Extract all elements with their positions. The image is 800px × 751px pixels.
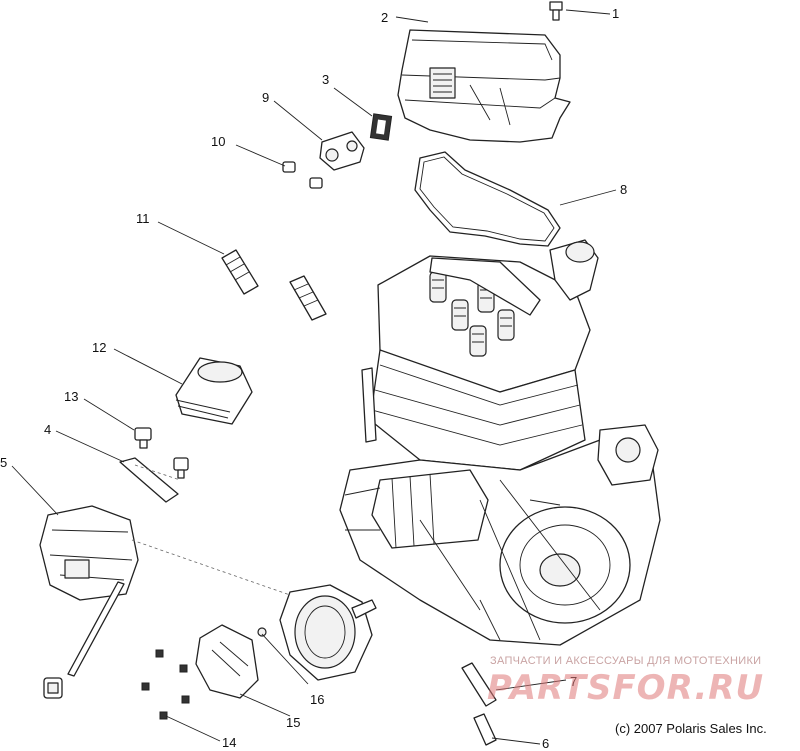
gasket-plate <box>195 624 267 699</box>
callout-7: 7 <box>570 674 577 689</box>
cover-gasket <box>414 151 561 247</box>
engine-assembly <box>339 239 661 646</box>
callout-11: 11 <box>136 211 150 226</box>
bolt-10 <box>282 161 323 189</box>
spark-plug-11b <box>289 275 327 321</box>
spark-plug-11a <box>221 249 259 295</box>
callout-15: 15 <box>286 715 300 730</box>
valve-cover <box>397 29 571 143</box>
callout-3: 3 <box>322 72 329 87</box>
throttle-body <box>279 584 377 681</box>
valve-springs <box>429 271 515 357</box>
callout-5: 5 <box>0 455 7 470</box>
callout-9: 9 <box>262 90 269 105</box>
fitting-6 <box>473 713 497 746</box>
small-gasket <box>369 113 393 141</box>
watermark-tagline: ЗАПЧАСТИ И АКСЕССУАРЫ ДЛЯ МОТОТЕХНИКИ <box>490 655 762 667</box>
callout-labels: 1 2 3 9 10 8 11 12 13 4 5 16 15 14 7 6 <box>0 6 627 751</box>
callout-16: 16 <box>310 692 324 707</box>
callout-4: 4 <box>44 422 51 437</box>
callout-10: 10 <box>211 134 225 149</box>
breather-housing <box>319 131 365 171</box>
callout-12: 12 <box>92 340 106 355</box>
bolt-7 <box>461 662 497 707</box>
callout-14: 14 <box>222 735 236 750</box>
callout-1: 1 <box>612 6 619 21</box>
bolt-13 <box>134 427 152 449</box>
callout-8: 8 <box>620 182 627 197</box>
throttle-body-cover <box>39 505 139 699</box>
watermark-logo: PARTSFOR.RU <box>487 668 765 708</box>
callout-6: 6 <box>542 736 549 751</box>
bolt-1 <box>549 1 563 21</box>
leader-lines <box>11 9 617 745</box>
copyright-notice: (c) 2007 Polaris Sales Inc. <box>615 721 767 736</box>
shaft-4 <box>119 457 189 503</box>
centerline-shaft <box>134 464 181 481</box>
centerline-throttle <box>131 539 291 596</box>
callout-2: 2 <box>381 10 388 25</box>
screws-14 <box>141 649 190 720</box>
callout-13: 13 <box>64 389 78 404</box>
intake-boot <box>175 357 253 425</box>
